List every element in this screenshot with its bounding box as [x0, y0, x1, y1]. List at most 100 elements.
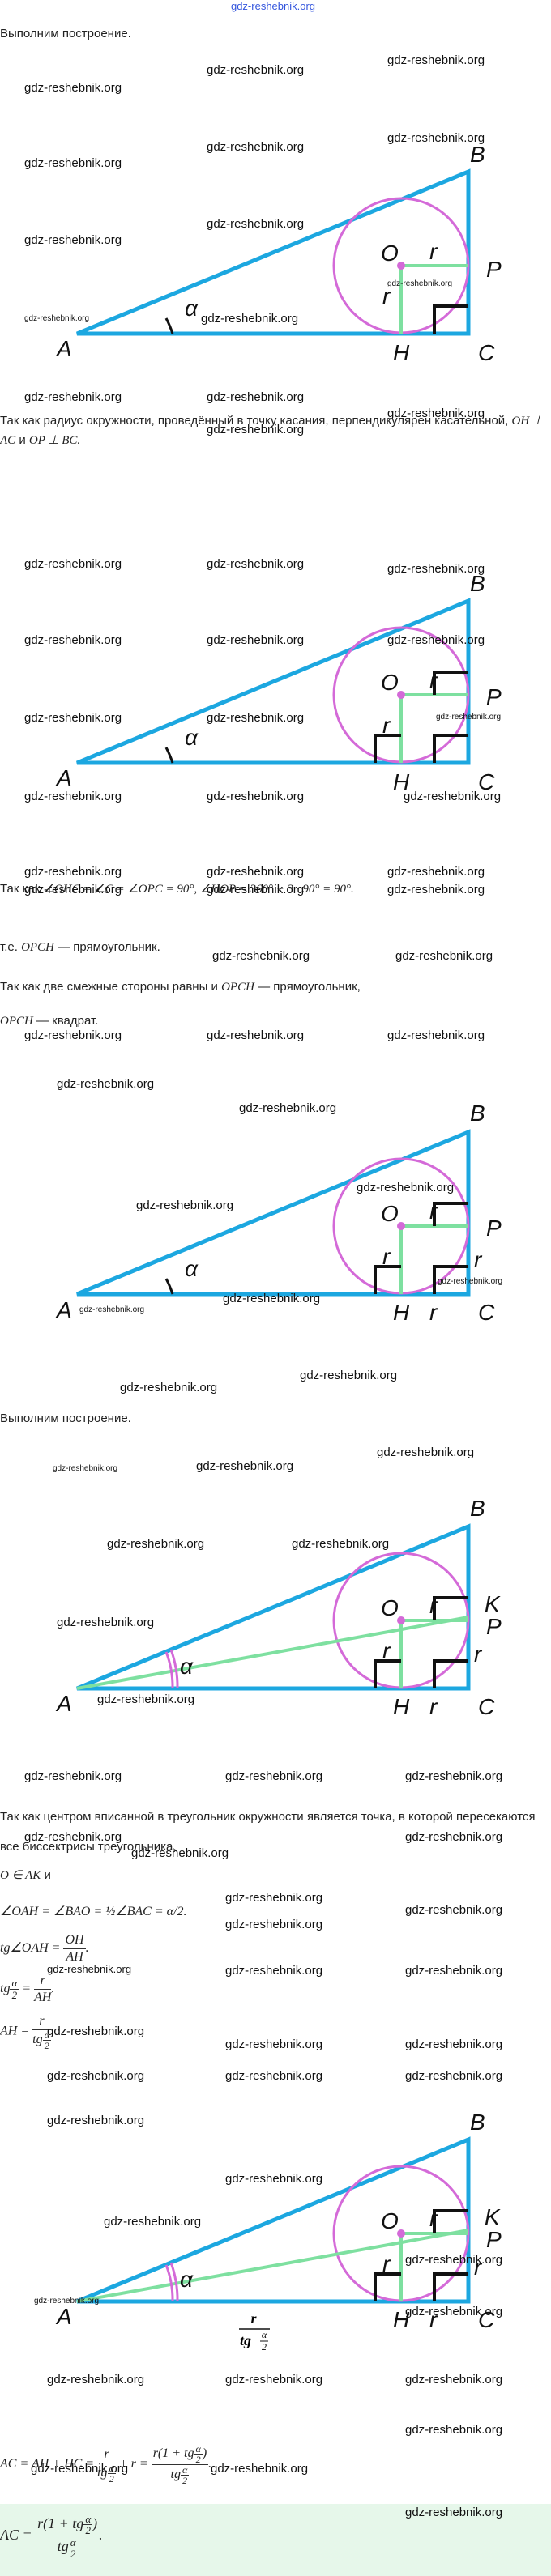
watermark: gdz-reshebnik.org: [24, 633, 122, 647]
watermark: gdz-reshebnik.org: [212, 949, 310, 963]
watermark: gdz-reshebnik.org: [104, 2215, 202, 2229]
watermark: gdz-reshebnik.org: [387, 1028, 485, 1042]
text-o-in-ak: O ∈ AK и: [0, 1868, 51, 1882]
watermark: gdz-reshebnik.org: [24, 390, 122, 404]
svg-text:H: H: [393, 1694, 410, 1719]
watermark: gdz-reshebnik.org: [239, 1101, 337, 1115]
text-intro-2: Выполним построение.: [0, 1411, 131, 1425]
triangle-abc: [76, 168, 471, 336]
watermark: gdz-reshebnik.org: [57, 1077, 155, 1091]
watermark: gdz-reshebnik.org: [207, 790, 305, 803]
watermark: gdz-reshebnik.org: [405, 1830, 503, 1844]
figure-1: A B C H P O r r α: [0, 138, 551, 381]
svg-text:α: α: [180, 2267, 194, 2292]
watermark: gdz-reshebnik.org: [405, 2037, 503, 2051]
label-r: r: [429, 239, 438, 264]
svg-text:r: r: [474, 2255, 483, 2280]
svg-text:B: B: [470, 571, 485, 596]
watermark: gdz-reshebnik.org: [225, 1891, 323, 1905]
svg-text:A: A: [55, 765, 72, 790]
svg-text:α: α: [185, 725, 199, 750]
svg-text:r: r: [382, 713, 391, 738]
watermark: gdz-reshebnik.org: [53, 1464, 118, 1473]
watermark: gdz-reshebnik.org: [357, 1181, 455, 1194]
site-link[interactable]: gdz-reshebnik.org: [230, 0, 316, 12]
svg-text:P: P: [486, 2227, 502, 2252]
svg-text:B: B: [470, 2110, 485, 2135]
watermark: gdz-reshebnik.org: [24, 314, 90, 323]
text-perpendicular: Так как радиус окружности, проведённый в…: [0, 414, 543, 447]
watermark: gdz-reshebnik.org: [207, 557, 305, 571]
watermark: gdz-reshebnik.org: [24, 883, 122, 896]
text-bisectors: Так как центром вписанной в треугольник …: [0, 1810, 536, 1854]
watermark: gdz-reshebnik.org: [207, 711, 305, 725]
svg-text:A: A: [55, 1297, 72, 1322]
watermark: gdz-reshebnik.org: [34, 2297, 100, 2306]
watermark: gdz-reshebnik.org: [196, 1459, 294, 1473]
svg-text:H: H: [393, 2307, 410, 2332]
watermark: gdz-reshebnik.org: [225, 2373, 323, 2387]
watermark: gdz-reshebnik.org: [201, 312, 299, 326]
svg-text:H: H: [393, 769, 410, 794]
watermark: gdz-reshebnik.org: [79, 1305, 145, 1314]
watermark: gdz-reshebnik.org: [207, 883, 305, 896]
figure-3: A B C H P O r r r r α: [0, 1085, 551, 1328]
watermark: gdz-reshebnik.org: [405, 2373, 503, 2387]
watermark: gdz-reshebnik.org: [24, 711, 122, 725]
watermark: gdz-reshebnik.org: [377, 1446, 475, 1459]
svg-text:O: O: [381, 1201, 399, 1226]
watermark: gdz-reshebnik.org: [438, 1277, 503, 1286]
watermark: gdz-reshebnik.org: [225, 1918, 323, 1931]
watermark: gdz-reshebnik.org: [225, 2037, 323, 2051]
watermark: gdz-reshebnik.org: [24, 1830, 122, 1844]
watermark: gdz-reshebnik.org: [24, 233, 122, 247]
watermark: gdz-reshebnik.org: [207, 217, 305, 231]
svg-text:K: K: [485, 1591, 501, 1616]
svg-text:r: r: [382, 1638, 391, 1663]
watermark: gdz-reshebnik.org: [405, 2423, 503, 2437]
svg-text:r: r: [429, 1199, 438, 1224]
watermark: gdz-reshebnik.org: [405, 2305, 503, 2318]
text-adjacent-sides: Так как две смежные стороны равны и OPCH…: [0, 980, 361, 1028]
text-rectangle: т.е. OPCH — прямоугольник.: [0, 940, 160, 954]
watermark: gdz-reshebnik.org: [47, 2025, 145, 2038]
svg-text:r: r: [429, 2206, 438, 2231]
watermark: gdz-reshebnik.org: [404, 790, 502, 803]
svg-text:r: r: [382, 2251, 391, 2276]
watermark: gdz-reshebnik.org: [24, 81, 122, 95]
watermark: gdz-reshebnik.org: [395, 949, 493, 963]
watermark: gdz-reshebnik.org: [207, 390, 305, 404]
watermark: gdz-reshebnik.org: [207, 1028, 305, 1042]
watermark: gdz-reshebnik.org: [225, 1964, 323, 1978]
svg-text:r: r: [429, 2307, 438, 2332]
svg-text:O: O: [381, 2208, 399, 2233]
svg-text:A: A: [55, 1691, 72, 1716]
watermark: gdz-reshebnik.org: [292, 1537, 390, 1551]
svg-text:P: P: [486, 1216, 502, 1241]
svg-text:r: r: [382, 1244, 391, 1269]
label-O: O: [381, 241, 399, 266]
svg-text:O: O: [381, 1595, 399, 1620]
watermark: gdz-reshebnik.org: [207, 423, 305, 436]
svg-text:P: P: [486, 1614, 502, 1639]
watermark: gdz-reshebnik.org: [300, 1369, 398, 1382]
watermark: gdz-reshebnik.org: [387, 562, 485, 576]
svg-text:C: C: [478, 769, 495, 794]
watermark: gdz-reshebnik.org: [387, 633, 485, 647]
watermark: gdz-reshebnik.org: [24, 557, 122, 571]
svg-text:K: K: [485, 2204, 501, 2229]
svg-text:C: C: [478, 1694, 495, 1719]
watermark: gdz-reshebnik.org: [405, 1964, 503, 1978]
watermark: gdz-reshebnik.org: [207, 140, 305, 154]
figure-2: A B C H P O r r α: [0, 559, 551, 802]
label-P: P: [486, 257, 502, 282]
watermark: gdz-reshebnik.org: [24, 1028, 122, 1042]
svg-text:O: O: [381, 670, 399, 695]
svg-text:2: 2: [262, 2341, 267, 2352]
svg-text:C: C: [478, 1300, 495, 1325]
svg-text:C: C: [478, 2307, 495, 2332]
watermark: gdz-reshebnik.org: [387, 865, 485, 879]
